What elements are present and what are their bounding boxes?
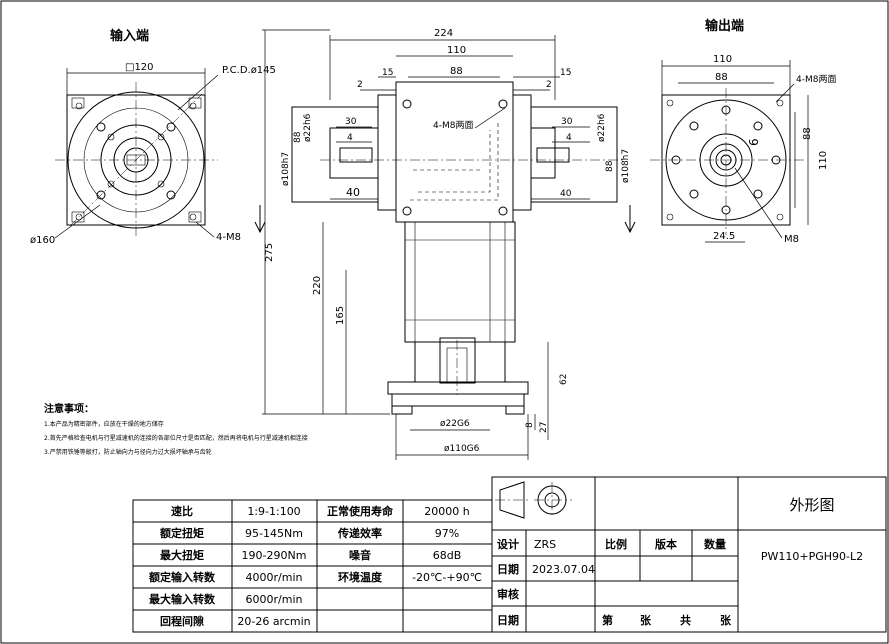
spec-cell: 4000r/min [246,571,303,584]
spec-cell: 噪音 [349,548,371,562]
sheet-unit-label-2: 张 [720,613,732,627]
spec-cell: 97% [435,527,459,540]
bottom-shaft-label: ø22G6 [440,419,470,429]
pilot-left-label: ø108h7 [281,152,291,186]
spec-cell: 1:9-1:100 [247,505,300,518]
spec-cell: 速比 [171,504,193,518]
shaft-left-label: ø22h6 [303,113,313,142]
output-key-label: 6 [747,138,761,146]
title-block: 外形图 PW110+PGH90-L2 设计 ZRS 比例 版本 数量 日期 20… [491,476,887,633]
quantity-label: 数量 [704,537,726,551]
spec-table: 速比 1:9-1:100 正常使用寿命 20000 h 额定扭矩 95-145N… [132,499,493,633]
input-holes-label: 4-M8 [216,232,241,243]
shaft-len-left: 40 [346,186,360,199]
review-label: 审核 [497,587,519,601]
key-len-left: 30 [345,117,357,127]
spec-cell: 68dB [433,549,462,562]
height-275-label: 275 [264,243,275,262]
spec-cell: 190-290Nm [242,549,307,562]
date-label: 日期 [497,562,519,576]
output-h88-label: 88 [802,127,813,140]
spec-cell: 传递效率 [337,526,382,540]
spec-cell: 额定扭矩 [160,526,204,540]
date-label-2: 日期 [497,613,519,627]
model-number: PW110+PGH90-L2 [761,550,863,563]
key-len-right: 30 [561,117,573,127]
note-3: 3.严禁用铁锤等敲打，防止轴向力与径向力过大损坏轴承与齿轮 [44,448,212,456]
notes-title: 注意事项： [44,402,94,415]
front-view: 224 110 88 15 2 15 2 4-M8两面 [254,28,636,460]
h88-right-label: 88 [605,160,615,172]
h88-left-label: 88 [293,131,303,143]
pilot-right-label: ø108h7 [621,149,631,183]
dim-8-label: 8 [525,422,535,428]
dim-27-label: 27 [539,422,549,433]
key-w-right: 4 [566,133,572,143]
sheet-total-label: 共 [680,613,691,627]
square-size-label: □120 [125,62,154,73]
output-245-label: 24.5 [713,231,735,242]
date-value: 2023.07.04 [532,563,595,576]
output-end-view: 输出端 110 88 4-M8两面 6 110 88 24.5 [650,18,836,245]
scale-label: 比例 [605,537,627,551]
bottom-flange-label: ø110G6 [444,444,480,454]
width-88-label: 88 [450,66,463,77]
spec-cell: 20000 h [424,505,469,518]
shaft-right-label: ø22h6 [597,113,607,142]
note-2: 2.首先严格检查电机与行星减速机的连接的各部位尺寸是否匹配，然后再将电机与行星减… [44,434,308,442]
input-end-view: 输入端 □120 P.C.D.ø145 ø16 [30,28,276,246]
input-end-title: 输入端 [110,28,149,44]
output-w88-label: 88 [715,72,728,83]
spec-cell: 20-26 arcmin [237,615,310,628]
shaft-len-right: 40 [560,189,572,199]
output-end-title: 输出端 [705,18,744,34]
flange-od-label: ø160 [30,235,55,246]
dim-62-label: 62 [559,374,569,385]
spec-cell: 正常使用寿命 [327,504,394,518]
spec-cell: -20℃-+90℃ [412,571,482,584]
body-holes-label: 4-M8两面 [433,120,473,131]
dim-15-left: 15 [382,68,393,78]
width-224-label: 224 [434,28,453,39]
dim-2-left: 2 [357,80,363,90]
designer-name: ZRS [534,538,556,551]
drawing-title: 外形图 [789,496,834,514]
spec-cell: 95-145Nm [245,527,303,540]
version-label: 版本 [655,537,677,551]
spec-cell: 额定输入转数 [149,570,216,584]
spec-cell: 环境温度 [338,570,383,584]
dim-2-right: 2 [546,80,552,90]
height-165-label: 165 [335,306,346,325]
spec-cell: 6000r/min [246,593,303,606]
sheet-unit-label: 张 [640,613,652,627]
key-w-left: 4 [347,133,353,143]
note-1: 1.本产品为精密部件，应放在干燥的地方储存 [44,420,164,428]
dim-15-right: 15 [560,68,571,78]
height-220-label: 220 [312,276,323,295]
output-h110-label: 110 [818,151,829,170]
design-label: 设计 [497,537,519,551]
output-w110-label: 110 [713,54,732,65]
spec-cell: 回程间隙 [160,614,204,628]
spec-cell: 最大扭矩 [160,548,204,562]
output-tap-label: M8 [784,234,799,245]
spec-cell: 最大输入转数 [149,592,216,606]
width-110-label: 110 [447,45,466,56]
output-holes-label: 4-M8两面 [796,74,836,85]
pcd-label: P.C.D.ø145 [222,65,276,76]
notes-section: 注意事项： 1.本产品为精密部件，应放在干燥的地方储存 2.首先严格检查电机与行… [44,402,308,456]
sheet-no-label: 第 [602,613,613,627]
projection-symbol-icon [495,481,572,519]
